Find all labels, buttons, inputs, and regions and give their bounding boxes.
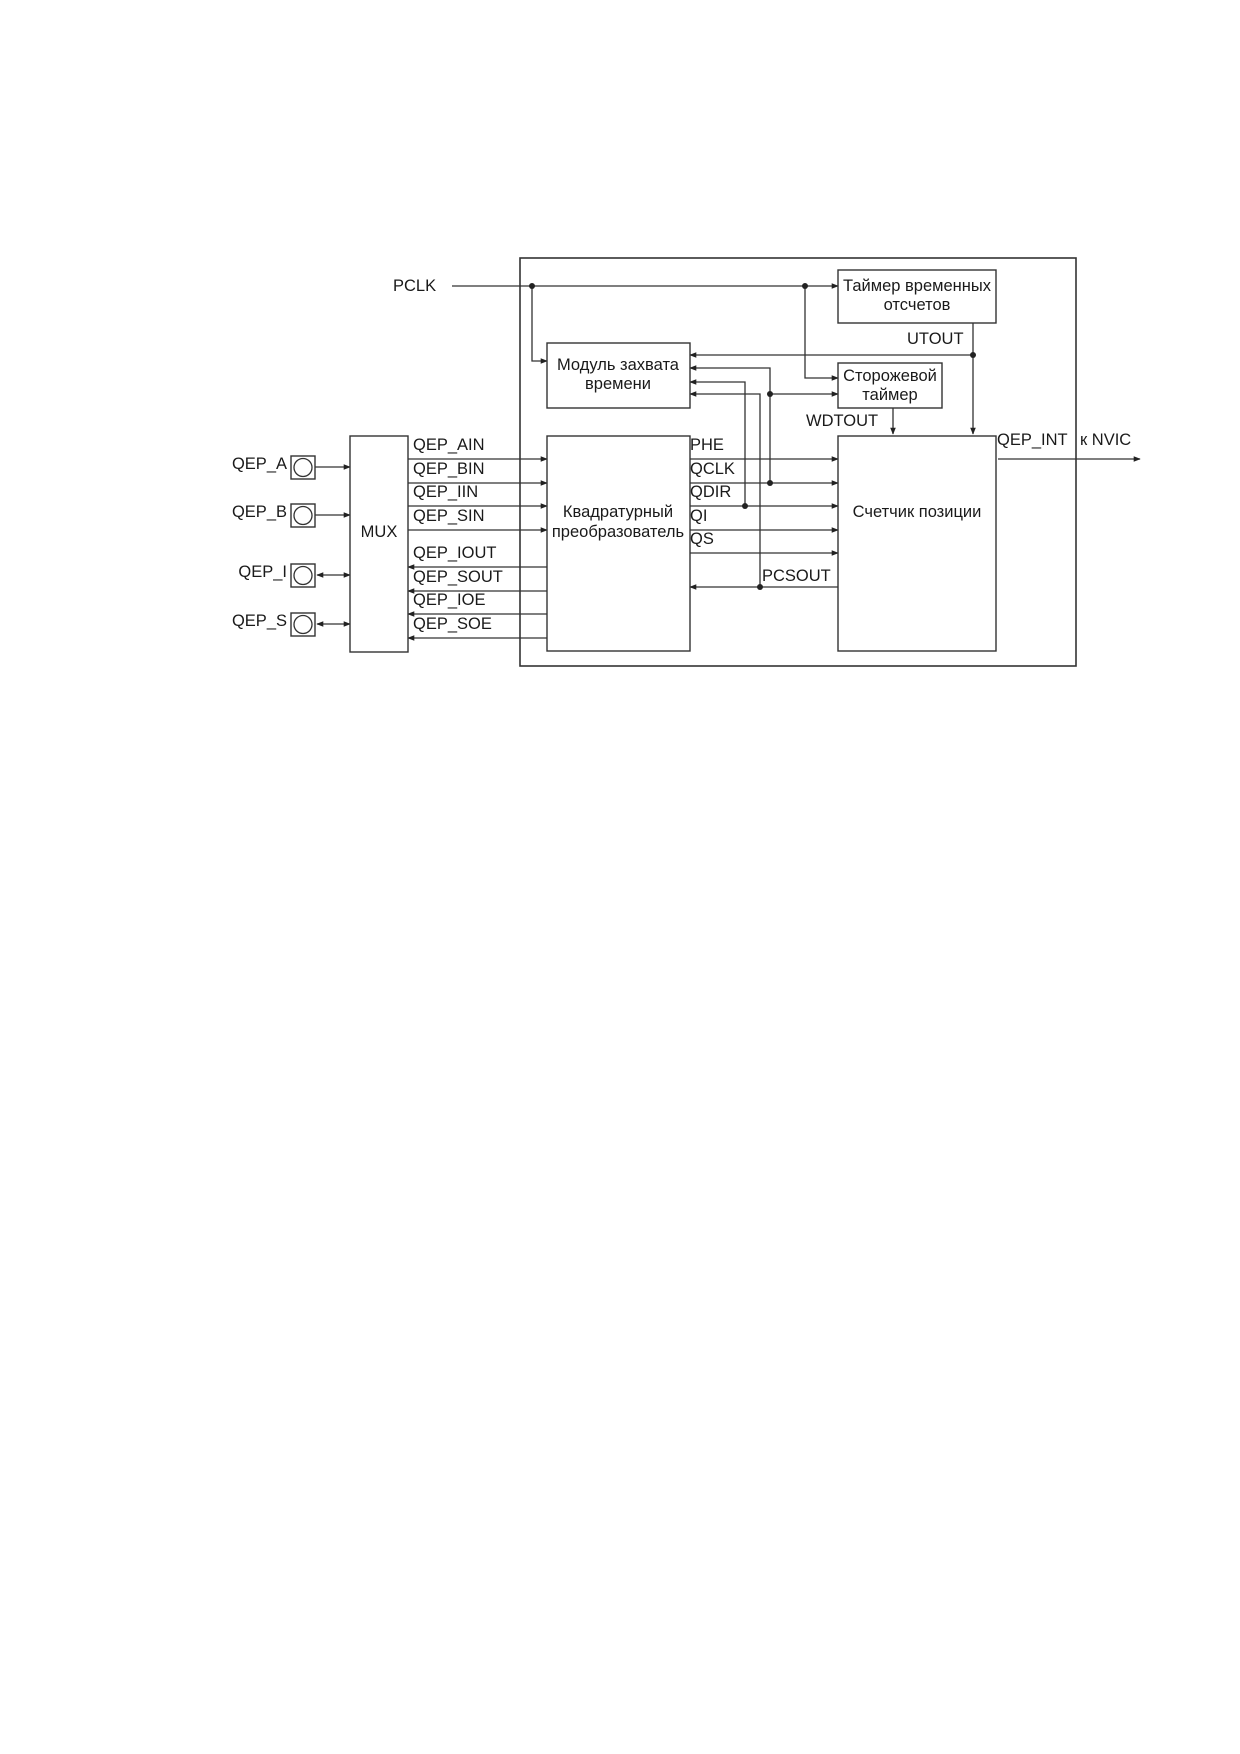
pin-qep-b bbox=[290, 503, 316, 528]
watchdog-label-line1: Сторожевой bbox=[843, 367, 937, 385]
timer-block bbox=[837, 269, 997, 324]
mux-out-label-1: QEP_SOUT bbox=[413, 568, 503, 586]
mux-in-label-3: QEP_SIN bbox=[413, 507, 485, 525]
pin-pad-icon bbox=[290, 455, 316, 480]
nvic-label: к NVIC bbox=[1080, 431, 1131, 449]
mux-out-label-0: QEP_IOUT bbox=[413, 544, 496, 562]
watchdog-block bbox=[837, 362, 943, 409]
decoder-out-label-qdir: QDIR bbox=[690, 483, 731, 501]
utout-label: UTOUT bbox=[907, 330, 964, 348]
qep-module-frame bbox=[519, 257, 1077, 667]
mux-label: MUX bbox=[361, 523, 398, 541]
watchdog-label-line2: таймер bbox=[862, 386, 917, 404]
pin-qep-s bbox=[290, 612, 316, 637]
counter-label: Счетчик позиции bbox=[853, 503, 982, 521]
junction-dots bbox=[529, 283, 976, 590]
pin-pad-ring bbox=[293, 565, 313, 586]
capture-block bbox=[546, 342, 691, 409]
capture-feedback-line-3 bbox=[689, 391, 761, 587]
capture-feedback-line-1 bbox=[689, 365, 771, 483]
capture-label-line1: Модуль захвата bbox=[557, 356, 680, 374]
pin-label-qep-s: QEP_S bbox=[232, 612, 287, 630]
junction-dot bbox=[529, 283, 535, 289]
pclk-label: PCLK bbox=[393, 277, 436, 295]
decoder-out-label-phe: PHE bbox=[690, 436, 724, 454]
pin-label-qep-b: QEP_B bbox=[232, 503, 287, 521]
pin-pad-ring bbox=[293, 505, 313, 526]
pin-qep-a bbox=[290, 455, 316, 480]
pcsout-label: PCSOUT bbox=[762, 567, 831, 585]
junction-dot bbox=[970, 352, 976, 358]
decoder-out-label-qclk: QCLK bbox=[690, 460, 735, 478]
mux-out-label-2: QEP_IOE bbox=[413, 591, 485, 609]
pin-label-qep-i: QEP_I bbox=[238, 563, 287, 581]
wdtout-label: WDTOUT bbox=[806, 412, 878, 430]
pin-pad-icon bbox=[290, 503, 316, 528]
decoder-out-label-qi: QI bbox=[690, 507, 707, 525]
mux-out-label-3: QEP_SOE bbox=[413, 615, 492, 633]
pin-pad-ring bbox=[293, 614, 313, 635]
pin-pad-icon bbox=[290, 612, 316, 637]
decoder-label-line1: Квадратурный bbox=[563, 503, 673, 521]
pin-pad-ring bbox=[293, 457, 313, 478]
pin-qep-i bbox=[290, 563, 316, 588]
pclk-to-watchdog-line bbox=[804, 286, 839, 381]
mux-in-label-1: QEP_BIN bbox=[413, 460, 485, 478]
decoder-label-line2: преобразователь bbox=[552, 523, 684, 541]
junction-dot bbox=[767, 391, 773, 397]
junction-dot bbox=[742, 503, 748, 509]
junction-dot bbox=[767, 480, 773, 486]
capture-feedback-line-2 bbox=[689, 379, 746, 506]
pin-pad-icon bbox=[290, 563, 316, 588]
qep-int-label: QEP_INT bbox=[997, 431, 1068, 449]
timer-label-line1: Таймер временных bbox=[843, 277, 992, 295]
mux-block bbox=[349, 435, 409, 653]
pin-label-qep-a: QEP_A bbox=[232, 455, 287, 473]
decoder-out-label-qs: QS bbox=[690, 530, 714, 548]
decoder-block bbox=[546, 435, 691, 652]
mux-in-label-0: QEP_AIN bbox=[413, 436, 485, 454]
pclk-to-capture-line bbox=[531, 286, 548, 364]
wires bbox=[315, 283, 1141, 641]
mux-in-label-2: QEP_IIN bbox=[413, 483, 478, 501]
timer-label-line2: отсчетов bbox=[884, 296, 951, 314]
capture-label-line2: времени bbox=[585, 375, 651, 393]
junction-dot bbox=[757, 584, 763, 590]
counter-block bbox=[837, 435, 997, 652]
junction-dot bbox=[802, 283, 808, 289]
